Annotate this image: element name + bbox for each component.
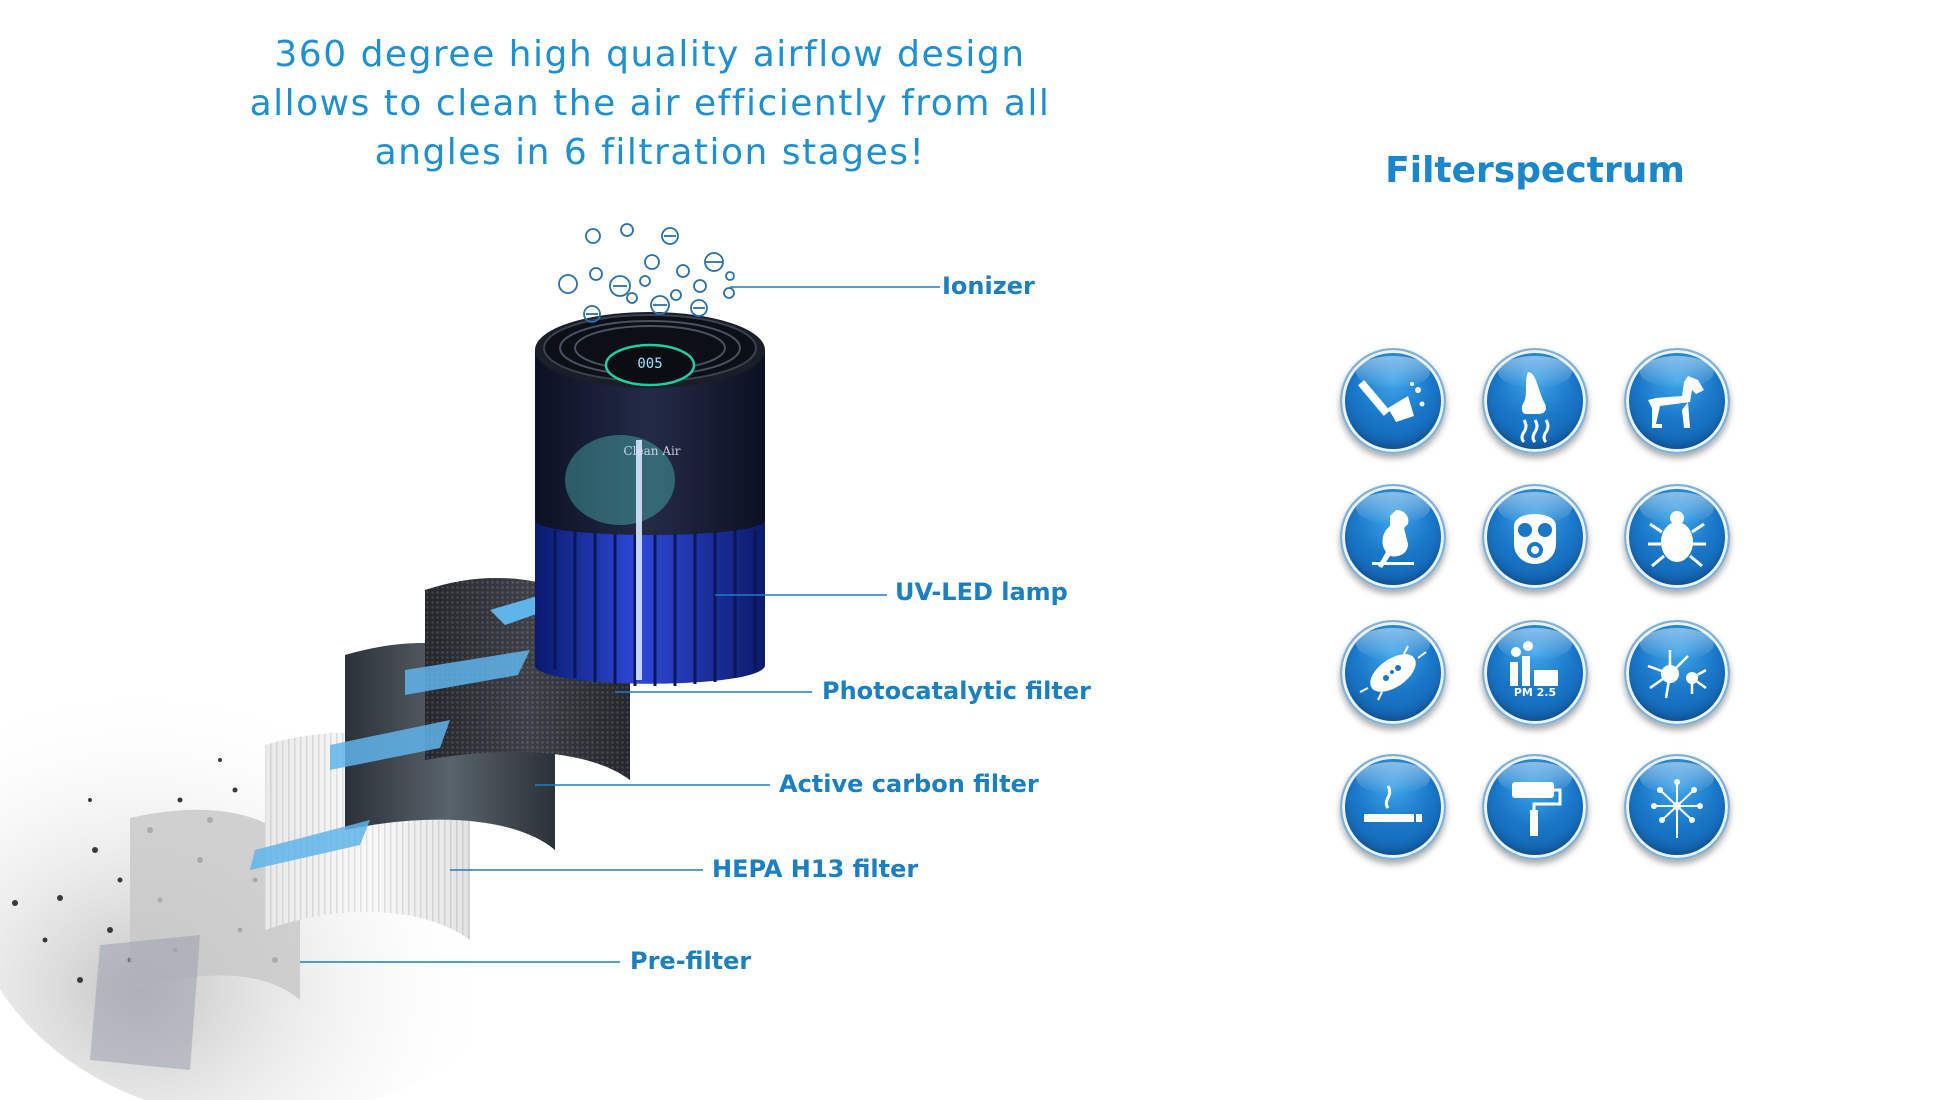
cigarette-smoke-icon (1340, 754, 1446, 860)
filterspectrum-title: Filterspectrum (1385, 150, 1685, 191)
dust-broom-icon (1340, 348, 1446, 454)
device-brand-logo: Clean Air (623, 444, 681, 458)
device-display: 005 (637, 356, 663, 372)
callout-lines (300, 286, 940, 963)
odor-nose-icon (1482, 348, 1588, 454)
ionizer-ions (558, 223, 735, 323)
gas-mask-icon (1482, 484, 1588, 590)
pm25-pollution-icon: PM 2.5 (1482, 620, 1588, 726)
headline: 360 degree high quality airflow design a… (200, 30, 1100, 177)
bird-icon (1340, 484, 1446, 590)
label-photocatalytic-filter: Photocatalytic filter (822, 677, 1091, 705)
purifier-device (535, 312, 765, 686)
pollen-dandelion-icon (1624, 754, 1730, 860)
pet-dog-icon (1624, 348, 1730, 454)
label-hepa-h13-filter: HEPA H13 filter (712, 855, 919, 883)
label-ionizer: Ionizer (942, 272, 1035, 300)
pm25-label: PM 2.5 (1513, 686, 1557, 699)
headline-line-2: allows to clean the air efficiently from… (249, 83, 1051, 124)
dust-mite-icon (1624, 484, 1730, 590)
filterspectrum-icon-grid: PM 2.5 (1340, 348, 1730, 868)
virus-icon (1624, 620, 1730, 726)
headline-line-3: angles in 6 filtration stages! (374, 132, 926, 173)
bacteria-icon (1340, 620, 1446, 726)
label-uv-led-lamp: UV-LED lamp (895, 578, 1068, 606)
paint-roller-icon (1482, 754, 1588, 860)
headline-line-1: 360 degree high quality airflow design (274, 34, 1026, 75)
label-active-carbon-filter: Active carbon filter (779, 770, 1039, 798)
label-pre-filter: Pre-filter (630, 947, 752, 975)
